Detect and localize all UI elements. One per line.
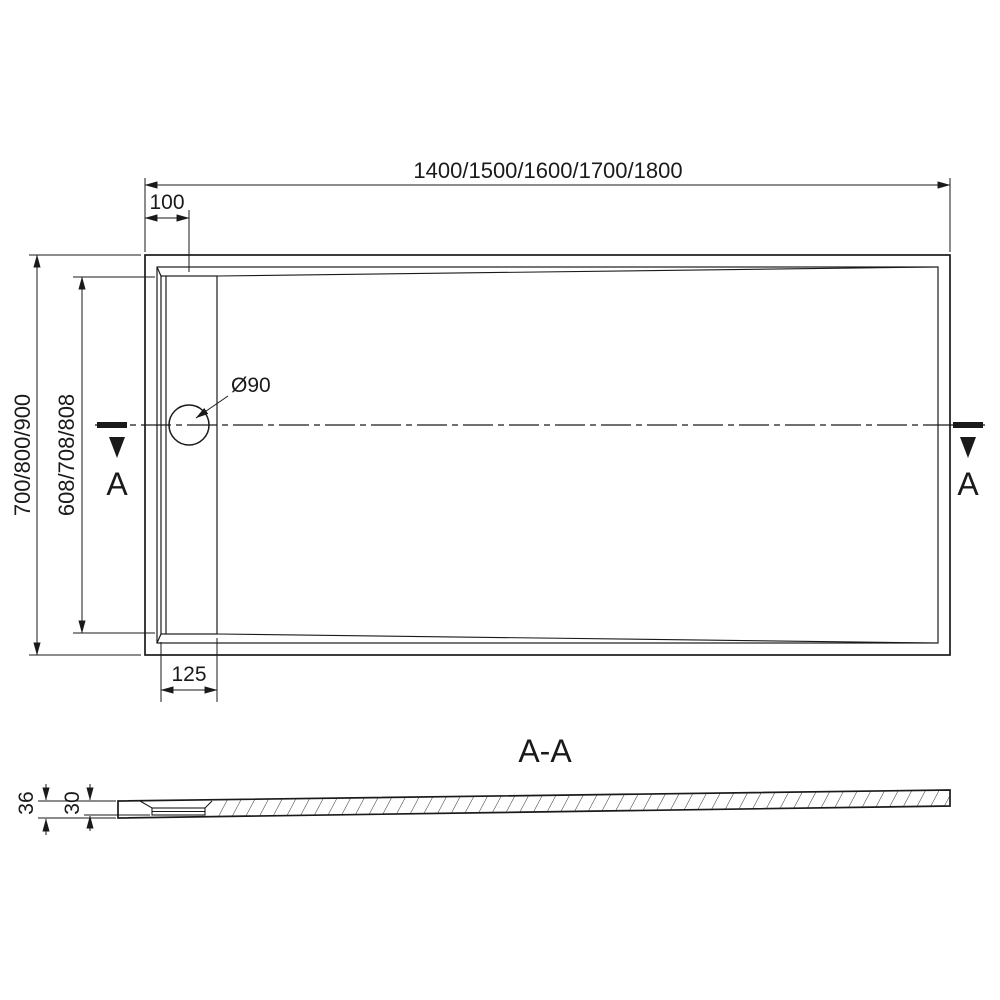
- drain-channel-corner-top: [156, 266, 162, 277]
- dim-drain-offset-label: 100: [149, 191, 184, 214]
- top-view-dimension-labels: 1400/1500/1600/1700/1800 100 700/800/900…: [10, 158, 683, 686]
- tray-outer-outline: [144, 254, 951, 656]
- drain-diameter-leader: [195, 395, 229, 419]
- dim-inner-depth-label: 608/708/808: [54, 394, 79, 516]
- drain-channel: [156, 266, 218, 644]
- drain-trap-detail: [139, 800, 213, 816]
- section-label-right: A: [957, 466, 979, 502]
- drain-channel-outline: [160, 275, 218, 635]
- drain-diameter-label: Ø90: [231, 374, 271, 397]
- section-dimensions: [38, 784, 150, 835]
- top-view: [144, 254, 951, 656]
- section-profile-outline: [117, 789, 951, 819]
- section-cut-indicators: A A: [95, 422, 985, 502]
- section-arrow-left-icon: [109, 437, 125, 458]
- floor-slope-line-bottom: [216, 633, 939, 644]
- dim-overall-width-label: 1400/1500/1600/1700/1800: [413, 158, 682, 183]
- dim-overall-depth-label: 700/800/900: [10, 394, 35, 516]
- dim-drain-zone-width-label: 125: [171, 663, 206, 686]
- dim-overall-thickness-label: 36: [15, 791, 38, 814]
- section-view-title: A-A: [518, 733, 572, 769]
- drain-recess-line: [139, 800, 213, 809]
- section-view: A-A 36 30: [15, 733, 951, 835]
- section-arrow-right-icon: [960, 437, 976, 458]
- tray-inner-rim: [156, 266, 939, 644]
- top-view-dimensions: [29, 178, 951, 702]
- drain-channel-corner-bottom: [156, 633, 162, 644]
- floor-slope-line-top: [216, 266, 939, 277]
- section-hatched-body: [218, 790, 950, 816]
- section-label-left: A: [106, 466, 128, 502]
- dim-inner-depth-label-section: 30: [61, 791, 84, 814]
